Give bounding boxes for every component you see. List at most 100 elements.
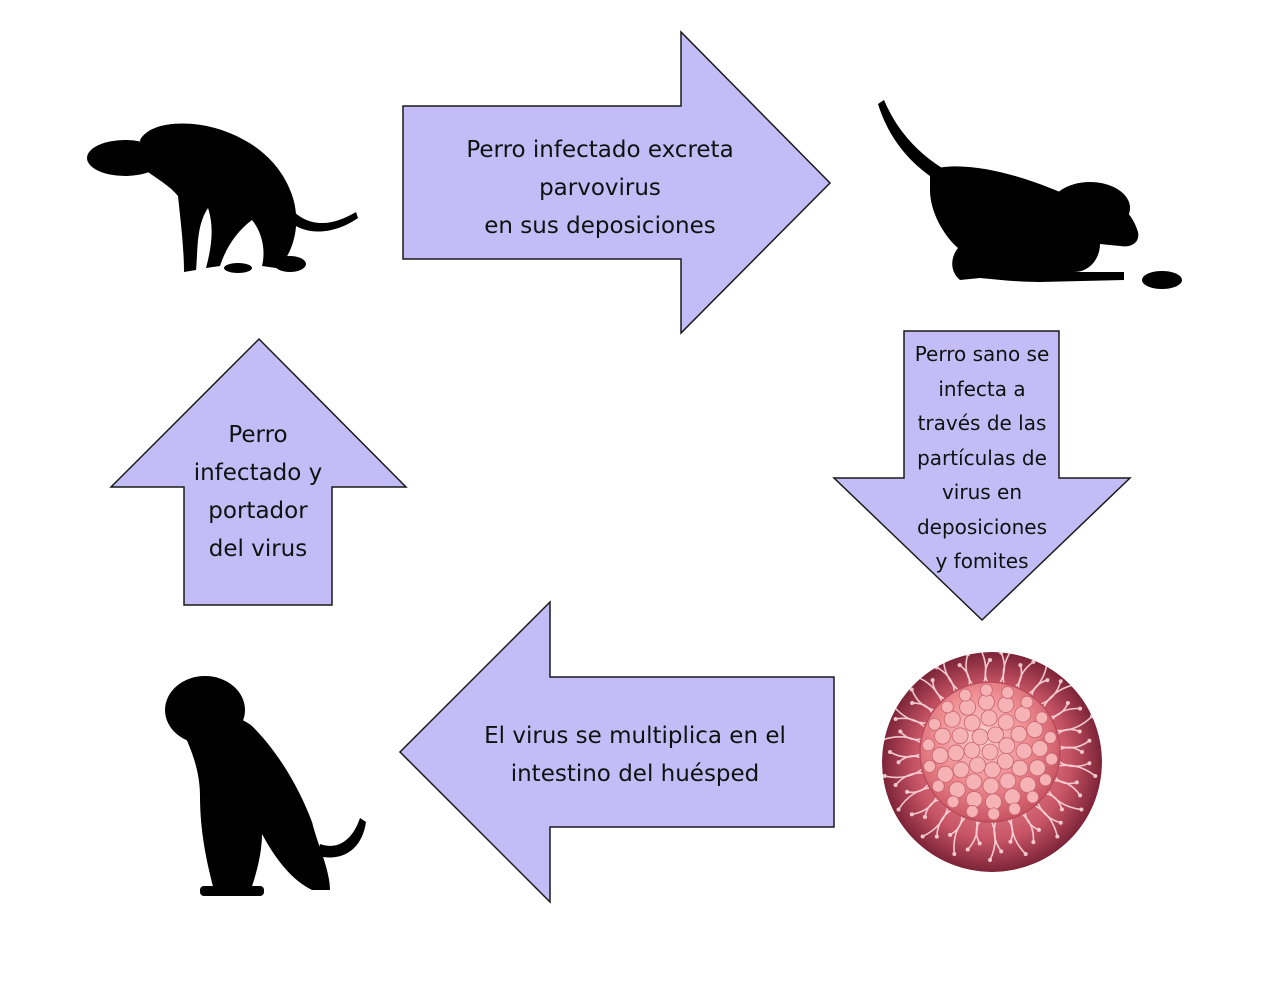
dog-sniffing-silhouette xyxy=(878,100,1182,289)
virus-spike-tip xyxy=(1093,774,1098,779)
virus-spike-tip xyxy=(977,841,982,846)
virus-spike-tip xyxy=(1078,706,1083,711)
arrow-right xyxy=(402,30,832,335)
virus-spike-tip xyxy=(911,673,916,678)
virus-capsomere xyxy=(985,793,1002,811)
virus-capsomere xyxy=(1035,711,1049,725)
virus-capsomere xyxy=(922,738,935,752)
virus-spike-tip xyxy=(976,643,980,647)
virus-spike-tip xyxy=(1036,827,1041,832)
virus-spike-tip xyxy=(882,774,887,779)
virus-capsomere xyxy=(979,683,993,697)
virus-capsomere xyxy=(940,700,954,714)
virus-spike-tip xyxy=(965,652,970,657)
dog-defecating-silhouette xyxy=(87,123,358,273)
virus-spike-tip xyxy=(952,851,957,856)
virus-spike-tip xyxy=(999,849,1004,854)
virus-spike-tip xyxy=(905,789,910,794)
virus-spike-tip xyxy=(1065,701,1070,706)
virus-capsomere xyxy=(1031,740,1049,757)
virus-capsomere xyxy=(931,747,949,764)
virus-capsomere xyxy=(965,773,983,791)
virus-spike-tip xyxy=(898,729,903,734)
virus-capsomere xyxy=(946,795,960,809)
dog-sitting-silhouette xyxy=(165,676,366,896)
virus-capsomere xyxy=(1011,759,1029,777)
virus-capsomere xyxy=(959,698,977,716)
virus-capsomere xyxy=(1014,705,1032,723)
virus-spike-tip xyxy=(957,663,962,668)
virus-spike-tip xyxy=(1055,834,1060,839)
arrow-up-label: Perro infectado y portador del virus xyxy=(193,422,323,562)
virus-spike-tip xyxy=(888,750,892,754)
virus-spike-tip xyxy=(988,658,992,662)
virus-spike-tip xyxy=(948,832,953,837)
virus-spike-tip xyxy=(893,716,898,721)
virus-spike-tip xyxy=(922,815,927,820)
virus-spike-tip xyxy=(1058,820,1063,825)
virus-capsomere xyxy=(965,805,979,818)
virus-capsomere xyxy=(1019,776,1037,794)
virus-capsomere xyxy=(978,693,995,711)
virus-spike-tip xyxy=(930,678,935,683)
virus-capsomere xyxy=(997,713,1015,731)
virus-capsomere xyxy=(980,709,998,727)
virus-spike-tip xyxy=(909,687,914,692)
virus-spike-tip xyxy=(1080,750,1084,754)
virus-capsomere xyxy=(963,741,981,759)
arrow-down-label: Perro sano se infecta a través de las pa… xyxy=(914,342,1050,574)
virus-spike-tip xyxy=(1077,729,1082,734)
virus-spike-tip xyxy=(988,858,992,862)
virus-capsomere xyxy=(963,714,981,732)
virus-spike-tip xyxy=(1074,780,1079,785)
virus-particle xyxy=(882,643,1102,872)
virus-spike-tip xyxy=(941,652,946,657)
arrow-down xyxy=(832,330,1132,622)
virus-spike-tip xyxy=(1089,714,1094,719)
arrow-right-label: Perro infectado excreta parvovirus en su… xyxy=(466,137,734,239)
virus-capsomere xyxy=(997,696,1015,713)
arrow-up xyxy=(109,337,408,606)
virus-capsomere xyxy=(969,756,986,774)
virus-capsomere xyxy=(1008,802,1022,816)
arrow-left-label: El virus se multiplica en el intestino d… xyxy=(484,723,786,787)
virus-capsomere xyxy=(958,688,972,702)
virus-spike-tip xyxy=(896,807,901,812)
virus-spike-tip xyxy=(893,783,898,788)
virus-capsomere xyxy=(936,765,954,783)
virus-capsomere xyxy=(1015,742,1033,760)
virus-capsomere xyxy=(948,781,966,799)
virus-spike-tip xyxy=(999,652,1004,655)
virus-capsomere xyxy=(928,717,941,731)
virus-spike-tip xyxy=(1078,793,1083,798)
virus-spike-tip xyxy=(965,847,970,852)
virus-spike-tip xyxy=(1059,807,1064,812)
virus-capsomere xyxy=(1039,773,1052,787)
virus-spike-tip xyxy=(909,812,914,817)
virus-capsomere xyxy=(952,761,970,779)
arrow-left xyxy=(398,600,835,904)
virus-capsomere xyxy=(1026,721,1044,739)
virus-capsomere xyxy=(943,710,961,728)
virus-capsomere xyxy=(987,726,1004,744)
virus-capsomere xyxy=(971,728,989,746)
virus-capsomere xyxy=(983,761,1001,779)
virus-spike-tip xyxy=(1072,682,1077,687)
virus-spike-tip xyxy=(1058,679,1063,684)
virus-capsomere xyxy=(1029,759,1046,777)
virus-capsomere xyxy=(965,791,983,808)
virus-spike-tip xyxy=(1045,678,1050,683)
virus-spike-tip xyxy=(1008,839,1013,844)
virus-spike-tip xyxy=(1023,851,1028,856)
virus-capsomere xyxy=(1043,731,1057,745)
virus-capsomere xyxy=(931,779,945,793)
virus-spike-tip xyxy=(1031,659,1036,664)
virus-capsomere xyxy=(982,777,1000,795)
virus-capsomere xyxy=(951,727,969,745)
virus-capsomere xyxy=(1003,788,1021,806)
virus-capsomere xyxy=(1045,752,1058,766)
virus-capsomere xyxy=(1020,695,1034,709)
virus-capsomere xyxy=(987,807,1001,821)
